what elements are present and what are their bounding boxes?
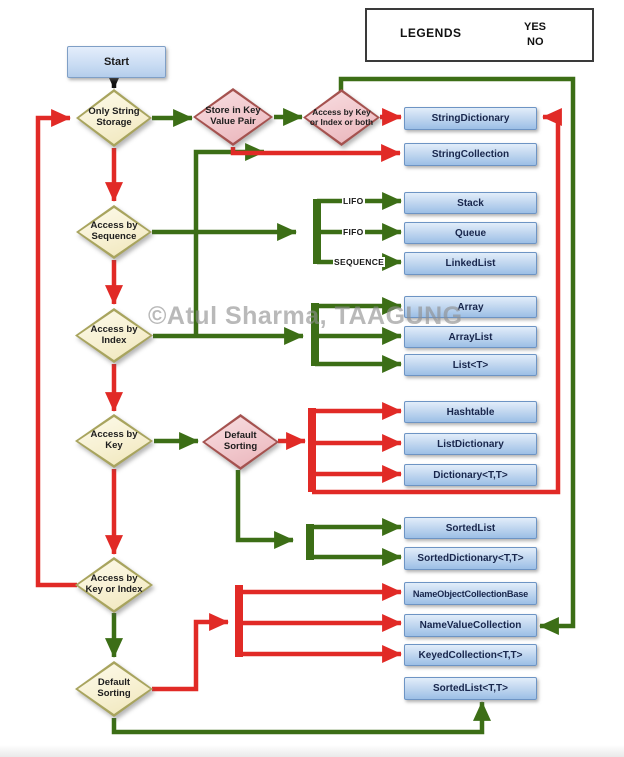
result-namevaluecollection: NameValueCollection: [404, 614, 537, 637]
decision-store-in-key-value-pair: Store in Key Value Pair: [193, 88, 273, 146]
result-nameobjectcollectionbase: NameObjectCollectionBase: [404, 582, 537, 605]
result-dictionary-tt: Dictionary<T,T>: [404, 464, 537, 486]
legend-yes-label: YES: [524, 21, 547, 33]
result-sortedlist-tt: SortedList<T,T>: [404, 677, 537, 700]
decision-default-sorting-key: Default Sorting: [202, 414, 279, 470]
decision-access-by-index: Access by Index: [75, 308, 153, 363]
bottom-fade: [0, 745, 624, 757]
decision-default-sorting-bottom: Default Sorting: [75, 661, 153, 717]
decision-label: Access by Sequence: [90, 220, 138, 242]
result-stack: Stack: [404, 192, 537, 214]
arrow-loopback-to-only-string-storage: [35, 109, 77, 588]
decision-label: Access by Key or Index: [85, 573, 143, 595]
decision-label: Default Sorting: [223, 430, 258, 452]
legend-no-label: NO: [527, 36, 544, 48]
decision-access-by-key-or-index: Access by Key or Index: [75, 557, 153, 613]
decision-access-by-key: Access by Key: [75, 414, 153, 468]
decision-label: Access by Key or Index or both: [309, 106, 374, 127]
start-node: Start: [67, 46, 166, 78]
decision-label: Store in Key Value Pair: [205, 105, 261, 127]
decision-label: Default Sorting: [97, 677, 131, 699]
decision-label: Only String Storage: [88, 106, 140, 128]
result-list-t: List<T>: [404, 354, 537, 376]
decision-access-by-sequence: Access by Sequence: [76, 205, 152, 259]
result-stringdictionary: StringDictionary: [404, 107, 537, 130]
result-queue: Queue: [404, 222, 537, 244]
legend-title: LEGENDS: [400, 26, 462, 40]
edge-label-fifo: FIFO: [342, 227, 365, 237]
result-arraylist: ArrayList: [404, 326, 537, 348]
arrow-default-sorting-yes: [235, 470, 294, 549]
decision-label: Access by Key: [90, 429, 138, 451]
decision-access-by-key-or-index-or-both: Access by Key or Index or both: [303, 89, 380, 146]
arrow-wrap-up-to-stringdictionary: [312, 108, 562, 495]
arrow-store-in-key-value-pair-no-to-stringcollection: [230, 144, 401, 162]
edge-label-sequence: SEQUENCE: [333, 257, 386, 267]
result-sortedlist: SortedList: [404, 517, 537, 539]
result-stringcollection: StringCollection: [404, 143, 537, 166]
legend-box: [365, 8, 594, 62]
decision-label: Access by Index: [90, 323, 138, 346]
watermark-text: ©Atul Sharma, TAAGUNG: [148, 302, 463, 330]
result-sorteddictionary-tt: SortedDictionary<T,T>: [404, 547, 537, 570]
edge-label-lifo: LIFO: [342, 196, 365, 206]
decision-only-string-storage: Only String Storage: [76, 89, 152, 147]
arrow-default-sorting-bottom-no: [152, 613, 229, 692]
result-array: Array: [404, 296, 537, 318]
result-keyedcollection-tt: KeyedCollection<T,T>: [404, 644, 537, 666]
result-linkedlist: LinkedList: [404, 252, 537, 275]
arrow-default-sorting-bottom-yes-to-sortedlist-tt: [111, 701, 491, 735]
arrow-key-index-both-yes-to-namevaluecollection: [338, 76, 576, 635]
result-listdictionary: ListDictionary: [404, 433, 537, 455]
result-hashtable: Hashtable: [404, 401, 537, 423]
